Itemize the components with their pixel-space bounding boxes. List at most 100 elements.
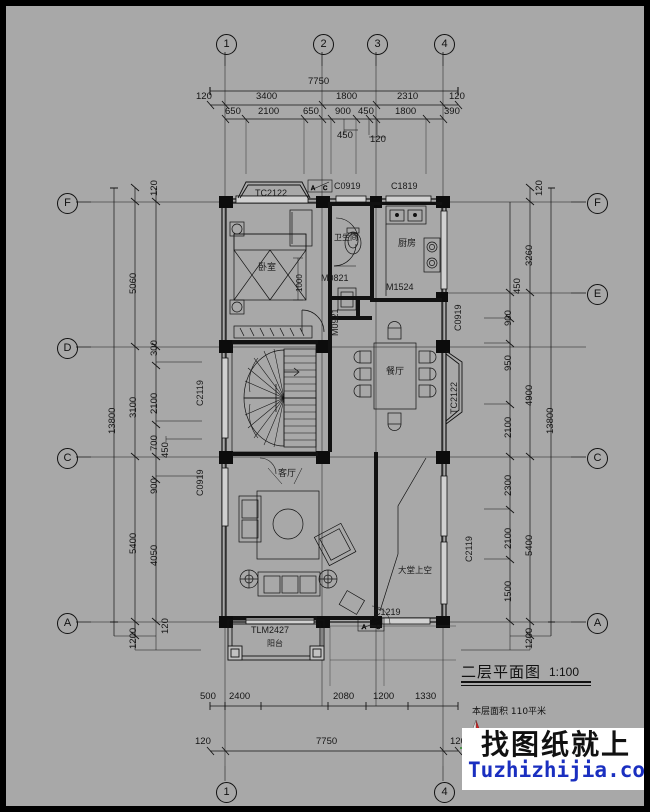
dim-right-3260: 3260 [524,244,535,266]
floor-plan-canvas: A C A C 1 2 3 4 1 4 F D C A F E C A 7750… [6,6,644,806]
dim-top-total: 7750 [308,76,330,87]
balcony [227,619,325,661]
dim-right-900: 900 [503,310,514,326]
dim-right-120: 120 [534,180,545,196]
opening-tag-m0821: M0821 [321,273,349,283]
dim-top-120-right: 120 [449,91,465,102]
opening-tag-c0919-left: C0919 [195,469,205,496]
dim-bot-120-left: 120 [195,736,211,747]
atrium-void [379,457,427,612]
dim-bot-2400: 2400 [229,691,251,702]
opening-tag-tc2122-top: TC2122 [255,188,288,198]
dim-left-900: 900 [149,478,160,494]
dim-right-2300: 2300 [503,474,514,496]
watermark-line1: 找图纸就上 [480,728,631,761]
dim-bot-1330: 1330 [415,691,437,702]
opening-tag-c1819-top: C1819 [391,181,418,191]
dim-left-2100: 2100 [149,392,160,414]
grid-bubble-v1: 1 [216,34,237,55]
dim-left-1200: 1200 [128,627,139,649]
dining-furniture [353,321,437,431]
dim-bot-1200: 1200 [373,691,395,702]
dim-top-120-left: 120 [196,91,212,102]
living-room-furniture [238,490,366,615]
opening-tag-c0919-top: C0919 [334,181,361,191]
dim-right-1500: 1500 [503,580,514,602]
interior-dimension-1000 [293,257,303,301]
dim-top-120c: 120 [370,134,386,145]
dim-left-700: 700 [149,435,160,451]
bathroom-fixtures [335,217,362,311]
svg-text:C: C [376,625,381,631]
svg-text:A: A [311,186,315,192]
grid-bubble-v4-bottom: 4 [434,782,455,803]
stair-railing [233,325,313,339]
dim-top-3400: 3400 [256,91,278,102]
section-marker-bottom: A C [357,617,385,632]
kitchen-fixtures [385,205,441,296]
top-dimension-chain [206,87,463,174]
dim-left-450: 450 [160,442,171,458]
bedroom-furniture [229,209,313,315]
svg-text:C: C [323,186,328,192]
structural-columns [219,196,450,628]
dim-interior-1000: 1000 [295,274,304,292]
lower-terrace [329,625,456,686]
dim-bot-2080: 2080 [333,691,355,702]
dim-top-650a: 650 [225,106,241,117]
bay-window-top [237,181,311,199]
bay-window-right [445,350,463,425]
opening-tag-m1524: M1524 [386,282,414,292]
dim-right-1200: 1200 [524,627,535,649]
opening-tag-tlm2427: TLM2427 [251,625,290,635]
dim-top-2310: 2310 [397,91,419,102]
dim-top-1800: 1800 [336,91,358,102]
grid-bubble-hF-right: F [587,193,608,214]
dim-right-950: 950 [503,355,514,371]
dim-bot-500: 500 [200,691,216,702]
staircase [231,343,317,453]
floor-area-note: 本层面积 110平米 [472,707,547,717]
dim-top-390: 390 [444,106,460,117]
grid-bubble-hD-left: D [57,338,78,359]
dim-left-13800: 13800 [107,407,118,434]
door-swings [259,243,391,625]
dim-top-450: 450 [358,106,374,117]
bottom-dimension-chain [206,702,463,756]
grid-bubble-v2: 2 [313,34,334,55]
room-label-kitchen: 厨房 [398,239,417,249]
dim-left-300: 300 [149,340,160,356]
watermark-line2: Tuzhizhijia.com [468,758,650,783]
svg-text:A: A [362,625,366,631]
dim-top-650b: 650 [303,106,319,117]
room-label-bathroom: 卫生间 [334,233,358,242]
grid-bubble-hC-right: C [587,448,608,469]
room-label-atrium-void: 大堂上空 [398,566,433,576]
opening-tag-tc2122-right: TC2122 [449,381,459,414]
dim-left-120-top: 120 [149,180,160,196]
floor-plan-vector: A C A C [76,52,586,781]
room-label-dining: 餐厅 [386,367,405,377]
grid-bubble-v4: 4 [434,34,455,55]
dim-right-13800: 13800 [545,407,556,434]
room-label-balcony: 阳台 [267,639,283,648]
dim-left-4050: 4050 [149,544,160,566]
grid-bubble-hE-right: E [587,284,608,305]
grid-bubble-v3: 3 [367,34,388,55]
drawing-scale: 1:100 [549,665,580,679]
grid-bubble-hA-right: A [587,613,608,634]
grid-bubble-v1-bottom: 1 [216,782,237,803]
dim-top-2100: 2100 [258,106,280,117]
dim-bot-7750: 7750 [316,736,338,747]
dim-right-2100a: 2100 [503,416,514,438]
opening-tag-m0921: M0921 [330,308,340,336]
section-marker-top: A C [307,179,333,193]
title-underline [461,681,591,686]
dim-right-5400: 5400 [524,534,535,556]
dim-left-5060: 5060 [128,272,139,294]
window-openings [221,195,448,625]
opening-tag-c1219: C1219 [374,607,401,617]
dim-right-4900: 4900 [524,384,535,406]
room-label-living: 客厅 [278,469,297,479]
